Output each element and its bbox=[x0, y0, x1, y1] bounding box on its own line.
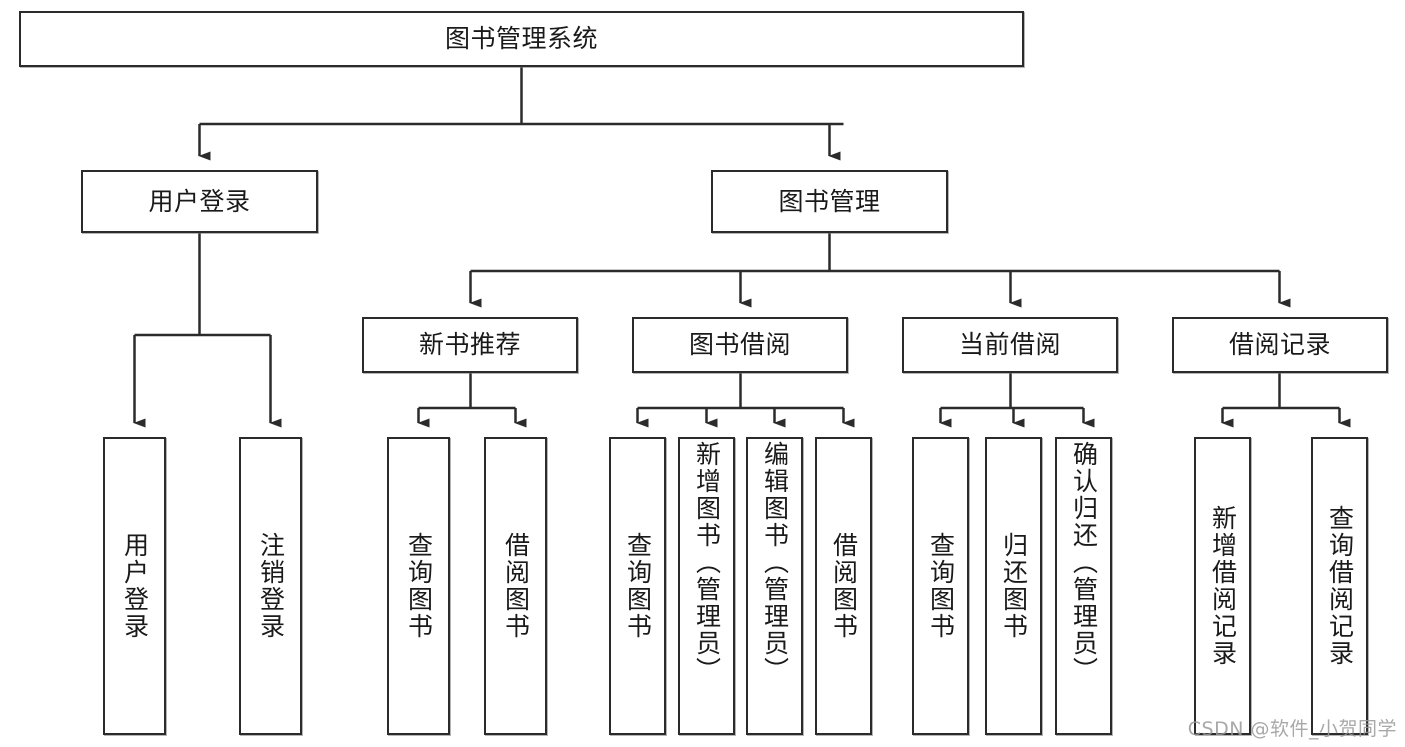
node-leaf-add-borrow-record-label: 新增借阅记录 bbox=[1208, 505, 1238, 667]
node-leaf-logout-login-label: 注销登录 bbox=[256, 532, 286, 640]
node-leaf-confirm-return-admin[interactable]: 确认归还（管理员） bbox=[1055, 437, 1112, 735]
node-leaf-add-book-admin-label: 新增图书（管理员） bbox=[692, 441, 722, 684]
node-leaf-logout-login[interactable]: 注销登录 bbox=[239, 437, 302, 735]
edge-borrow-record-to-leaves bbox=[1221, 373, 1351, 428]
node-leaf-borrow-book-recommend-label: 借阅图书 bbox=[501, 532, 531, 640]
node-leaf-confirm-return-admin-label: 确认归还（管理员） bbox=[1069, 441, 1099, 684]
node-borrow-record[interactable]: 借阅记录 bbox=[1172, 317, 1388, 373]
node-leaf-borrow-book-label: 借阅图书 bbox=[829, 532, 859, 640]
edge-book-management-to-level3 bbox=[469, 233, 1291, 308]
node-root-label: 图书管理系统 bbox=[444, 24, 598, 53]
node-leaf-user-login[interactable]: 用户登录 bbox=[103, 437, 166, 735]
node-leaf-query-book-recommend[interactable]: 查询图书 bbox=[387, 437, 450, 735]
node-borrow-record-label: 借阅记录 bbox=[1228, 330, 1331, 359]
node-user-login-label: 用户登录 bbox=[148, 186, 251, 216]
node-leaf-user-login-label: 用户登录 bbox=[120, 532, 150, 640]
node-leaf-query-book-recommend-label: 查询图书 bbox=[404, 532, 434, 640]
node-leaf-edit-book-admin[interactable]: 编辑图书（管理员） bbox=[746, 437, 803, 735]
node-leaf-query-borrow-record[interactable]: 查询借阅记录 bbox=[1311, 437, 1368, 735]
node-current-borrow[interactable]: 当前借阅 bbox=[902, 317, 1118, 373]
node-leaf-query-book-current[interactable]: 查询图书 bbox=[912, 437, 969, 735]
node-leaf-query-book-borrow-label: 查询图书 bbox=[623, 532, 653, 640]
node-user-login[interactable]: 用户登录 bbox=[81, 170, 318, 233]
watermark: CSDN @软件_小贺同学 bbox=[1187, 718, 1397, 740]
node-leaf-return-book-label: 归还图书 bbox=[999, 532, 1029, 640]
node-current-borrow-label: 当前借阅 bbox=[958, 330, 1061, 359]
node-root[interactable]: 图书管理系统 bbox=[19, 11, 1024, 67]
node-book-management[interactable]: 图书管理 bbox=[711, 170, 948, 233]
node-book-management-label: 图书管理 bbox=[778, 186, 881, 216]
node-leaf-add-borrow-record[interactable]: 新增借阅记录 bbox=[1194, 437, 1251, 735]
node-leaf-borrow-book-recommend[interactable]: 借阅图书 bbox=[484, 437, 547, 735]
node-leaf-query-book-borrow[interactable]: 查询图书 bbox=[609, 437, 666, 735]
node-book-borrow[interactable]: 图书借阅 bbox=[632, 317, 848, 373]
node-new-book-recommend-label: 新书推荐 bbox=[418, 330, 521, 359]
edge-book-borrow-to-leaves bbox=[636, 373, 855, 428]
edge-new-book-recommend-to-leaves bbox=[417, 373, 527, 428]
node-leaf-return-book[interactable]: 归还图书 bbox=[985, 437, 1042, 735]
node-leaf-query-borrow-record-label: 查询借阅记录 bbox=[1325, 505, 1355, 667]
node-leaf-borrow-book[interactable]: 借阅图书 bbox=[815, 437, 872, 735]
node-new-book-recommend[interactable]: 新书推荐 bbox=[362, 317, 578, 373]
edge-current-borrow-to-leaves bbox=[939, 373, 1095, 428]
node-leaf-add-book-admin[interactable]: 新增图书（管理员） bbox=[678, 437, 735, 735]
node-book-borrow-label: 图书借阅 bbox=[688, 330, 791, 359]
edge-root-to-level2 bbox=[198, 67, 844, 161]
node-leaf-query-book-current-label: 查询图书 bbox=[926, 532, 956, 640]
node-leaf-edit-book-admin-label: 编辑图书（管理员） bbox=[760, 441, 790, 684]
edge-user-login-to-leaves bbox=[133, 233, 282, 428]
